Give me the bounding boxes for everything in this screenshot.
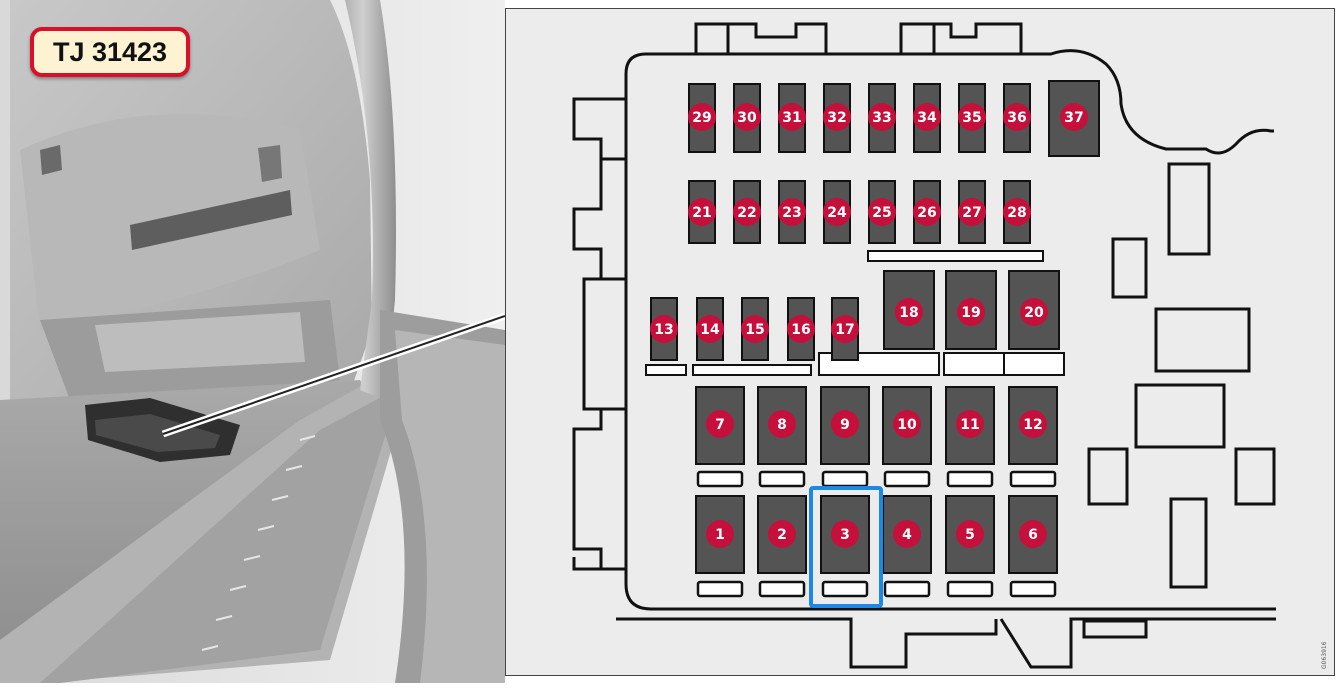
terminal-slot (760, 582, 804, 596)
fuse-33: 33 (868, 84, 896, 152)
fuse-36: 36 (1003, 84, 1031, 152)
fuse-28: 28 (1003, 181, 1031, 243)
fuse-25-number: 25 (872, 205, 891, 221)
fuse-13: 13 (650, 298, 678, 360)
terminal-slot (1011, 472, 1055, 486)
fuse-33-number: 33 (872, 110, 891, 126)
fuse-21: 21 (688, 181, 716, 243)
fuse-16-number: 16 (791, 322, 810, 338)
fuse-22-number: 22 (737, 205, 756, 221)
fuse-4-number: 4 (902, 527, 912, 543)
fuse-23: 23 (778, 181, 806, 243)
terminal-slot (885, 472, 929, 486)
fuse-30: 30 (733, 84, 761, 152)
fuse-35-number: 35 (962, 110, 981, 126)
fuse-14: 14 (696, 298, 724, 360)
fuse-19: 19 (946, 271, 996, 349)
terminal-slot (885, 582, 929, 596)
fuse-6-number: 6 (1028, 527, 1038, 543)
fuse-30-number: 30 (737, 110, 757, 126)
fuse-8-number: 8 (777, 417, 787, 433)
fuse-27-number: 27 (962, 205, 981, 221)
fuse-36-number: 36 (1007, 110, 1026, 126)
fuse-9: 9 (821, 387, 869, 464)
fuse-5-number: 5 (965, 527, 975, 543)
fuse-11: 11 (946, 387, 994, 464)
terminal-slot (698, 472, 742, 486)
fuse-31: 31 (778, 84, 806, 152)
cargo-area-illustration: TJ 31423 (0, 0, 505, 683)
fuse-22: 22 (733, 181, 761, 243)
fuse-8: 8 (758, 387, 806, 464)
fuse-7: 7 (696, 387, 744, 464)
fuse-2: 2 (758, 496, 806, 573)
fuse-18-number: 18 (899, 305, 918, 321)
fuse-3: 3 (821, 496, 869, 573)
fuse-4: 4 (883, 496, 931, 573)
fuse-29-number: 29 (692, 110, 711, 126)
fuse-9-number: 9 (840, 417, 850, 433)
fuse-34-number: 34 (917, 110, 937, 126)
fuse-23-number: 23 (782, 205, 801, 221)
fuse-32: 32 (823, 84, 851, 152)
fuse-26-number: 26 (917, 205, 936, 221)
fuse-35: 35 (958, 84, 986, 152)
fuse-29: 29 (688, 84, 716, 152)
fuse-26: 26 (913, 181, 941, 243)
fuse-box-outline: 1234567891011121314151617181920212223242… (506, 9, 1334, 675)
fuse-24: 24 (823, 181, 851, 243)
terminal-slot (948, 472, 992, 486)
fuse-1: 1 (696, 496, 744, 573)
fuse-34: 34 (913, 84, 941, 152)
fuse-32-number: 32 (827, 110, 846, 126)
fuse-24-number: 24 (827, 205, 847, 221)
fuse-28-number: 28 (1007, 205, 1026, 221)
fuse-1-number: 1 (715, 527, 725, 543)
fuse-15-number: 15 (745, 322, 764, 338)
fuse-15: 15 (741, 298, 769, 360)
fuse-3-number: 3 (840, 527, 850, 543)
reference-code-label: TJ 31423 (30, 27, 190, 77)
image-id: G063916 (1321, 641, 1328, 669)
fuse-12-number: 12 (1023, 417, 1042, 433)
fuse-27: 27 (958, 181, 986, 243)
fuse-31-number: 31 (782, 110, 801, 126)
fuse-25: 25 (868, 181, 896, 243)
terminal-slot (823, 582, 867, 596)
fuse-12: 12 (1009, 387, 1057, 464)
fuse-17-number: 17 (835, 322, 854, 338)
terminal-slot (760, 472, 804, 486)
fuse-11-number: 11 (960, 417, 979, 433)
fuse-16: 16 (787, 298, 815, 360)
fuse-20: 20 (1009, 271, 1059, 349)
terminal-slot (1011, 582, 1055, 596)
fuse-5: 5 (946, 496, 994, 573)
fuse-14-number: 14 (700, 322, 720, 338)
fuse-2-number: 2 (777, 527, 787, 543)
fuse-18: 18 (884, 271, 934, 349)
terminal-slot (698, 582, 742, 596)
fuse-20-number: 20 (1024, 305, 1044, 321)
fuse-13-number: 13 (654, 322, 673, 338)
fuse-10: 10 (883, 387, 931, 464)
fuse-10-number: 10 (897, 417, 917, 433)
fuse-37: 37 (1049, 81, 1099, 156)
fuse-19-number: 19 (961, 305, 980, 321)
fuse-37-number: 37 (1064, 110, 1083, 126)
fuse-7-number: 7 (715, 417, 725, 433)
fuse-6: 6 (1009, 496, 1057, 573)
terminal-slot (823, 472, 867, 486)
terminal-slot (948, 582, 992, 596)
fuse-17: 17 (831, 298, 859, 360)
fuse-21-number: 21 (692, 205, 711, 221)
leader-line (0, 0, 505, 683)
